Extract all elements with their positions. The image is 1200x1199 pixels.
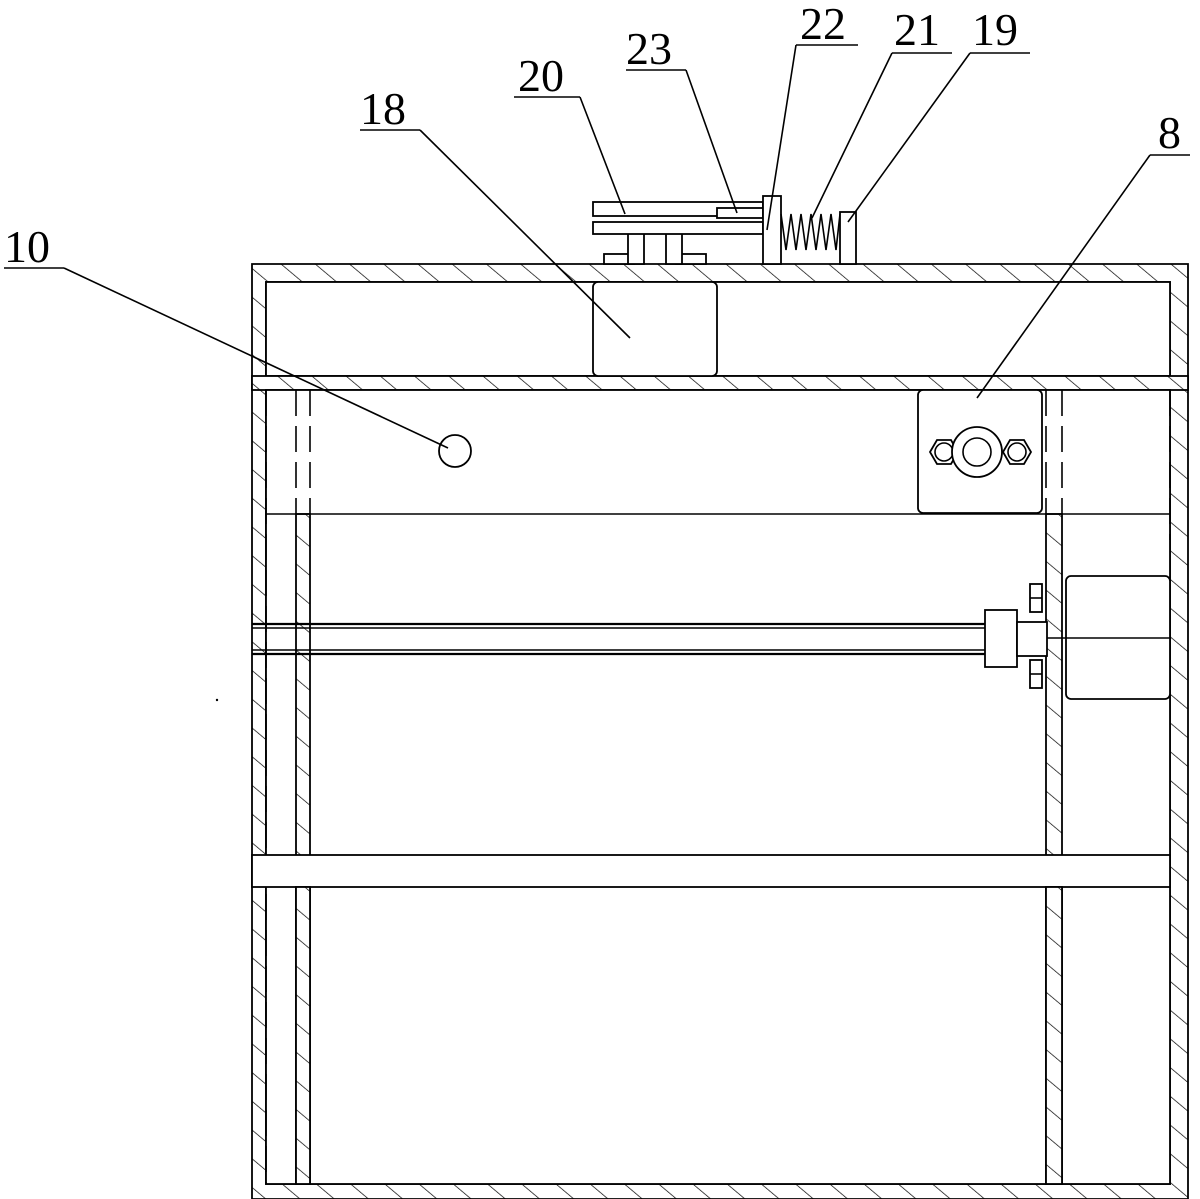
top-mechanism [592, 195, 857, 265]
label-23: 23 [626, 23, 672, 74]
top-compartment [265, 281, 1171, 377]
shaft-hole [951, 426, 1003, 478]
part-10-hole [438, 434, 472, 468]
main-cavity [265, 389, 1171, 1185]
cross-beam [251, 854, 1171, 888]
callout-labels: 10 18 20 23 22 21 19 8 [4, 0, 1181, 272]
label-10: 10 [4, 221, 50, 272]
post-right [665, 231, 683, 265]
label-18: 18 [360, 83, 406, 134]
housing [251, 263, 1189, 1199]
part-20-lower-plate [592, 221, 764, 235]
part-18-block [592, 281, 718, 377]
label-21: 21 [894, 4, 940, 55]
part-23-slot [716, 207, 764, 219]
leader-lines [4, 44, 1190, 449]
left-post-lower [295, 886, 311, 1185]
label-19: 19 [972, 4, 1018, 55]
top-partition [251, 375, 1189, 391]
right-post-lower [1045, 886, 1063, 1185]
post-left [627, 231, 645, 265]
part-19-stop [839, 211, 857, 265]
part-8-nut-plate [917, 389, 1043, 514]
rod-assembly [252, 575, 1171, 700]
part-22-block [762, 195, 782, 265]
label-22: 22 [800, 0, 846, 49]
part-21-spring [780, 213, 841, 251]
label-20: 20 [518, 50, 564, 101]
rod-collar [984, 609, 1018, 668]
label-8: 8 [1158, 107, 1181, 158]
rod-end [1016, 621, 1048, 657]
